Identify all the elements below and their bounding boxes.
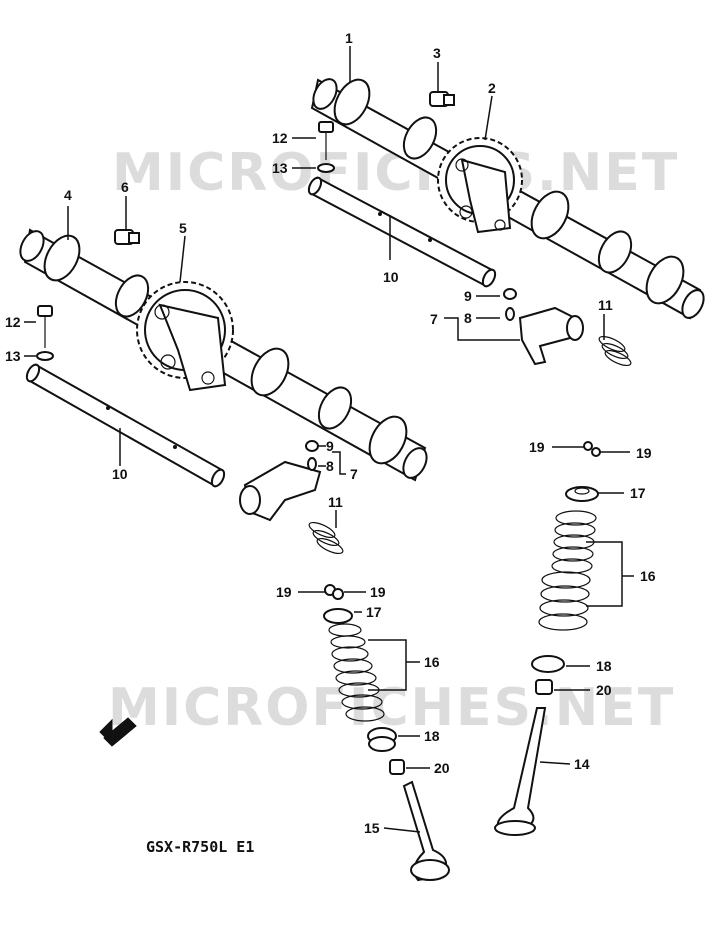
valve-stem-seal-right: [535, 679, 553, 695]
callout-20-right: 20: [596, 682, 612, 698]
callout-3: 3: [433, 45, 441, 61]
callout-9-lower: 9: [326, 438, 334, 454]
valve-right: [494, 707, 547, 836]
callout-19-left-a: 19: [276, 584, 292, 600]
callout-17-right: 17: [630, 485, 646, 501]
callout-15: 15: [364, 820, 380, 836]
model-label: GSX-R750L E1: [146, 838, 254, 856]
callout-19-left-b: 19: [370, 584, 386, 600]
rocker-spring-lower: [308, 521, 344, 555]
rocker-shaft-lower: [25, 363, 226, 488]
rocker-shaft-upper: [307, 176, 497, 288]
callout-11-lower: 11: [328, 494, 343, 510]
callout-8-upper: 8: [464, 310, 472, 326]
callout-16-right: 16: [640, 568, 656, 584]
callout-4: 4: [64, 187, 72, 203]
cam-sprocket-upper: [437, 137, 523, 234]
leader-lines: [24, 46, 634, 833]
callout-numbers: 1 2 3 4 5 6 7 7 8 8 9 9 10 10 11 11 12 1…: [5, 30, 656, 836]
callout-8-lower: 8: [326, 458, 334, 474]
sprocket-bolt-lower: [114, 229, 140, 245]
callout-12-lower: 12: [5, 314, 21, 330]
callout-12-upper: 12: [272, 130, 288, 146]
watermark-bottom: MICROFICHES.NET: [108, 678, 675, 738]
sprocket-bolt-upper: [429, 91, 455, 107]
valve-retainer-left: [323, 608, 353, 624]
callout-13-upper: 13: [272, 160, 288, 176]
valve-left: [402, 780, 450, 882]
callout-7-lower: 7: [350, 466, 358, 482]
callout-7-upper: 7: [430, 311, 438, 327]
valve-retainer-right: [565, 486, 599, 502]
callout-18-right: 18: [596, 658, 612, 674]
valve-spring-left: [328, 623, 385, 722]
valve-spring-right: [538, 510, 597, 631]
rocker-arm-lower: [239, 440, 322, 522]
front-direction-arrow: [99, 717, 137, 747]
callout-18-left: 18: [424, 728, 440, 744]
valve-stem-seal-left: [389, 759, 405, 775]
callout-11-upper: 11: [598, 297, 613, 313]
spring-seat-right: [531, 655, 565, 673]
callout-9-upper: 9: [464, 288, 472, 304]
cam-sprocket-lower: [136, 281, 234, 392]
callout-14: 14: [574, 756, 590, 772]
callout-10-upper: 10: [383, 269, 399, 285]
rocker-shaft-bolt-upper: [317, 121, 335, 173]
callout-19-right-a: 19: [529, 439, 545, 455]
rocker-arm-upper: [503, 288, 584, 366]
rocker-spring-upper: [598, 335, 632, 367]
callout-20-left: 20: [434, 760, 450, 776]
callout-19-right-b: 19: [636, 445, 652, 461]
callout-1: 1: [345, 30, 353, 46]
callout-10-lower: 10: [112, 466, 128, 482]
callout-5: 5: [179, 220, 187, 236]
spring-seat-left: [367, 727, 397, 752]
callout-17-left: 17: [366, 604, 382, 620]
callout-16-left: 16: [424, 654, 440, 670]
rocker-shaft-bolt-lower: [36, 305, 54, 361]
valve-cotters-right: [583, 441, 601, 457]
callout-6: 6: [121, 179, 129, 195]
valve-cotters-left: [324, 584, 344, 600]
callout-2: 2: [488, 80, 496, 96]
callout-13-lower: 13: [5, 348, 21, 364]
